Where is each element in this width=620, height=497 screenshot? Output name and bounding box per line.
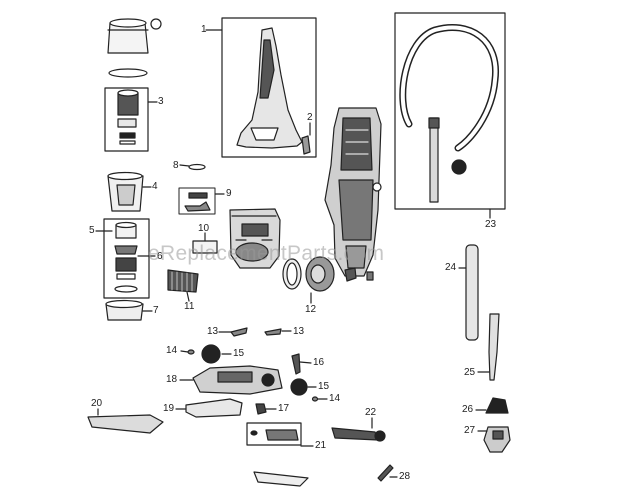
- axle-right: [311, 396, 319, 402]
- label-part-19: 19: [163, 403, 175, 414]
- motor-housing: [229, 208, 281, 269]
- base-lower: [192, 365, 283, 395]
- label-part-14-left: 14: [166, 345, 178, 356]
- pin: [377, 464, 394, 482]
- label-part-13-right: 13: [293, 326, 305, 337]
- label-part-21: 21: [315, 440, 327, 451]
- brush-kit: [250, 429, 299, 441]
- filter-group-box: [104, 87, 149, 152]
- cyclone-group-box: [103, 218, 150, 299]
- watermark: eReplacementParts.com: [148, 242, 385, 265]
- label-part-4: 4: [152, 181, 158, 192]
- small-seal: [188, 163, 206, 171]
- gear: [255, 403, 267, 415]
- crevice-tool: [488, 313, 500, 381]
- clip-right: [264, 328, 282, 336]
- dirt-cup-lid: [107, 18, 162, 54]
- label-part-8: 8: [173, 160, 179, 171]
- extension-wand: [465, 244, 479, 341]
- brush-roll: [331, 427, 386, 442]
- bottom-plate: [185, 398, 243, 418]
- label-part-17: 17: [278, 403, 290, 414]
- pre-motor-filter: [167, 269, 199, 293]
- hose: [399, 23, 500, 203]
- label-part-3: 3: [158, 96, 164, 107]
- label-part-24: 24: [445, 262, 457, 273]
- latch-assembly: [178, 187, 216, 215]
- label-part-10: 10: [198, 223, 210, 234]
- label-part-12: 12: [305, 304, 317, 315]
- cyclone-parts: [114, 221, 138, 293]
- base-plate: [87, 414, 164, 434]
- dusting-brush: [485, 397, 509, 414]
- label-part-20: 20: [91, 398, 103, 409]
- lever: [291, 353, 301, 375]
- pleated-filter: [117, 89, 139, 145]
- label-part-14-right: 14: [329, 393, 341, 404]
- label-part-27: 27: [464, 425, 476, 436]
- wheel-left: [201, 344, 221, 364]
- label-part-16: 16: [313, 357, 325, 368]
- handle-group-box: [221, 17, 317, 158]
- label-part-23: 23: [485, 219, 497, 230]
- handle-screw: [301, 135, 311, 155]
- hose-group-box: [394, 12, 506, 210]
- belt-strip: [253, 471, 309, 487]
- label-part-22: 22: [365, 407, 377, 418]
- bottom-cup: [105, 299, 144, 321]
- pet-tool: [483, 426, 511, 453]
- label-part-7: 7: [153, 305, 159, 316]
- label-part-5: 5: [89, 225, 95, 236]
- label-part-28: 28: [399, 471, 411, 482]
- label-part-13-left: 13: [207, 326, 219, 337]
- dirt-cup: [107, 171, 144, 212]
- label-part-18: 18: [166, 374, 178, 385]
- pulley-belt: [282, 256, 374, 292]
- lid-seal-ring: [108, 68, 148, 78]
- label-part-9: 9: [226, 188, 232, 199]
- label-part-6: 6: [157, 251, 163, 262]
- handle: [236, 27, 303, 149]
- label-part-26: 26: [462, 404, 474, 415]
- label-part-1: 1: [201, 24, 207, 35]
- label-part-15-right: 15: [318, 381, 330, 392]
- wheel-right: [290, 378, 308, 396]
- label-part-25: 25: [464, 367, 476, 378]
- axle-left: [187, 349, 195, 355]
- main-body: [324, 107, 382, 277]
- label-part-11: 11: [184, 301, 195, 312]
- clip-left: [230, 327, 248, 337]
- label-part-15-left: 15: [233, 348, 245, 359]
- brush-kit-box: [246, 422, 302, 446]
- label-part-2: 2: [307, 112, 313, 123]
